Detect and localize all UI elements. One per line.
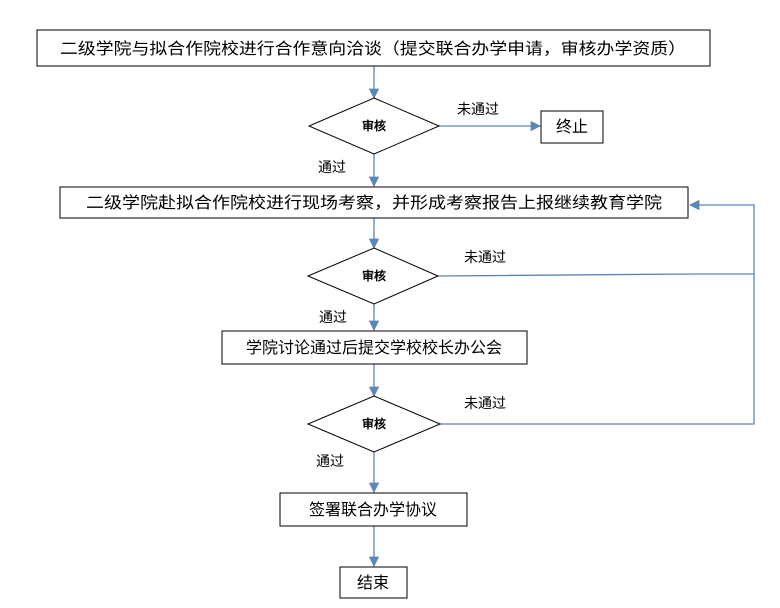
step-4-label: 签署联合办学协议 [309,500,437,519]
connector-d2-reject-loop [437,273,754,277]
pass-label-3: 通过 [316,454,344,470]
decision-2: 审核 [306,247,440,305]
step-1: 二级学院与拟合作院校进行合作意向洽谈（提交联合办学申请，审核办学资质） [36,29,711,67]
step-3-label: 学院讨论通过后提交学校校长办公会 [246,338,502,357]
step-2-label: 二级学院赴拟合作院校进行现场考察，并形成考察报告上报继续教育学院 [86,193,662,212]
decision-3: 审核 [306,395,442,453]
decision-1-label: 审核 [362,118,386,133]
fail-label-3: 未通过 [464,396,506,412]
end-label: 结束 [357,573,389,592]
decision-1: 审核 [307,97,441,155]
end-box: 结束 [339,566,408,599]
decision-2-label: 审核 [362,268,386,283]
connectors [368,66,755,568]
decision-3-label: 审核 [362,416,386,431]
step-2: 二级学院赴拟合作院校进行现场考察，并形成考察报告上报继续教育学院 [59,186,689,219]
step-1-label: 二级学院与拟合作院校进行合作意向洽谈（提交联合办学申请，审核办学资质） [60,39,686,58]
connector-d3-reject-loop [440,199,755,425]
step-4: 签署联合办学协议 [279,492,468,527]
stop-box: 终止 [540,110,604,144]
step-3: 学院讨论通过后提交学校校长办公会 [221,330,528,365]
stop-label: 终止 [556,117,588,136]
fail-label-1: 未通过 [457,102,499,118]
pass-label-2: 通过 [319,310,347,326]
fail-label-2: 未通过 [464,250,506,266]
pass-label-1: 通过 [318,160,346,176]
